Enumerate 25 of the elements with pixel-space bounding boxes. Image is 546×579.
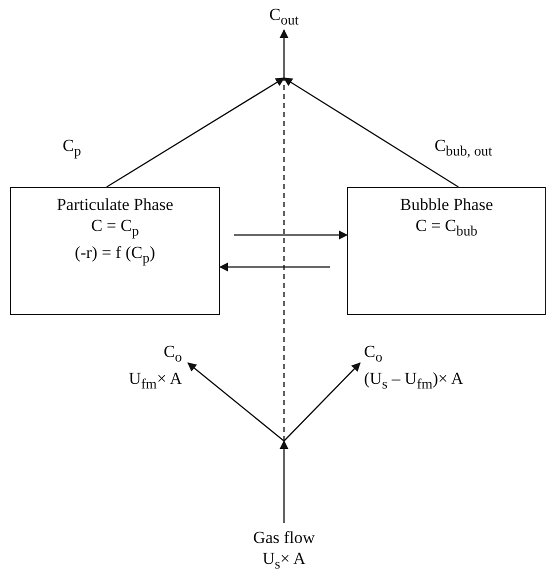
box-title: Bubble Phase (400, 194, 494, 215)
formula-text: C$_{o}$ (364, 341, 382, 368)
edge-label: C$_{bub, out}$ (434, 135, 492, 162)
arrow (280, 29, 288, 78)
arrow (284, 362, 361, 442)
box-title: Particulate Phase (56, 194, 174, 215)
arrow (187, 362, 284, 442)
arrow (280, 440, 288, 523)
formula-text: C = C$_{p}$ (91, 215, 139, 242)
formula-text: U$_{s}$× A (262, 548, 306, 574)
formula-text: C$_{o}$ (164, 341, 182, 368)
arrow (234, 230, 348, 240)
formula-text: (-r) = f (C$_{p}$) (74, 242, 156, 269)
phase-box (10, 187, 220, 315)
formula-text: Gas flow (253, 527, 315, 548)
formula-text: U$_{fm}$× A (128, 368, 182, 395)
formula-text: C$_{out}$ (269, 4, 299, 30)
dashed-line (283, 78, 285, 441)
edge-label: C$_{p}$ (62, 135, 82, 162)
arrow (283, 77, 459, 188)
arrow (106, 77, 285, 188)
phase-box (347, 187, 546, 315)
formula-text: C = C$_{bub}$ (416, 215, 478, 242)
formula-text: (U$_{s}$ – U$_{fm}$)× A (364, 368, 464, 395)
arrow (219, 262, 330, 272)
